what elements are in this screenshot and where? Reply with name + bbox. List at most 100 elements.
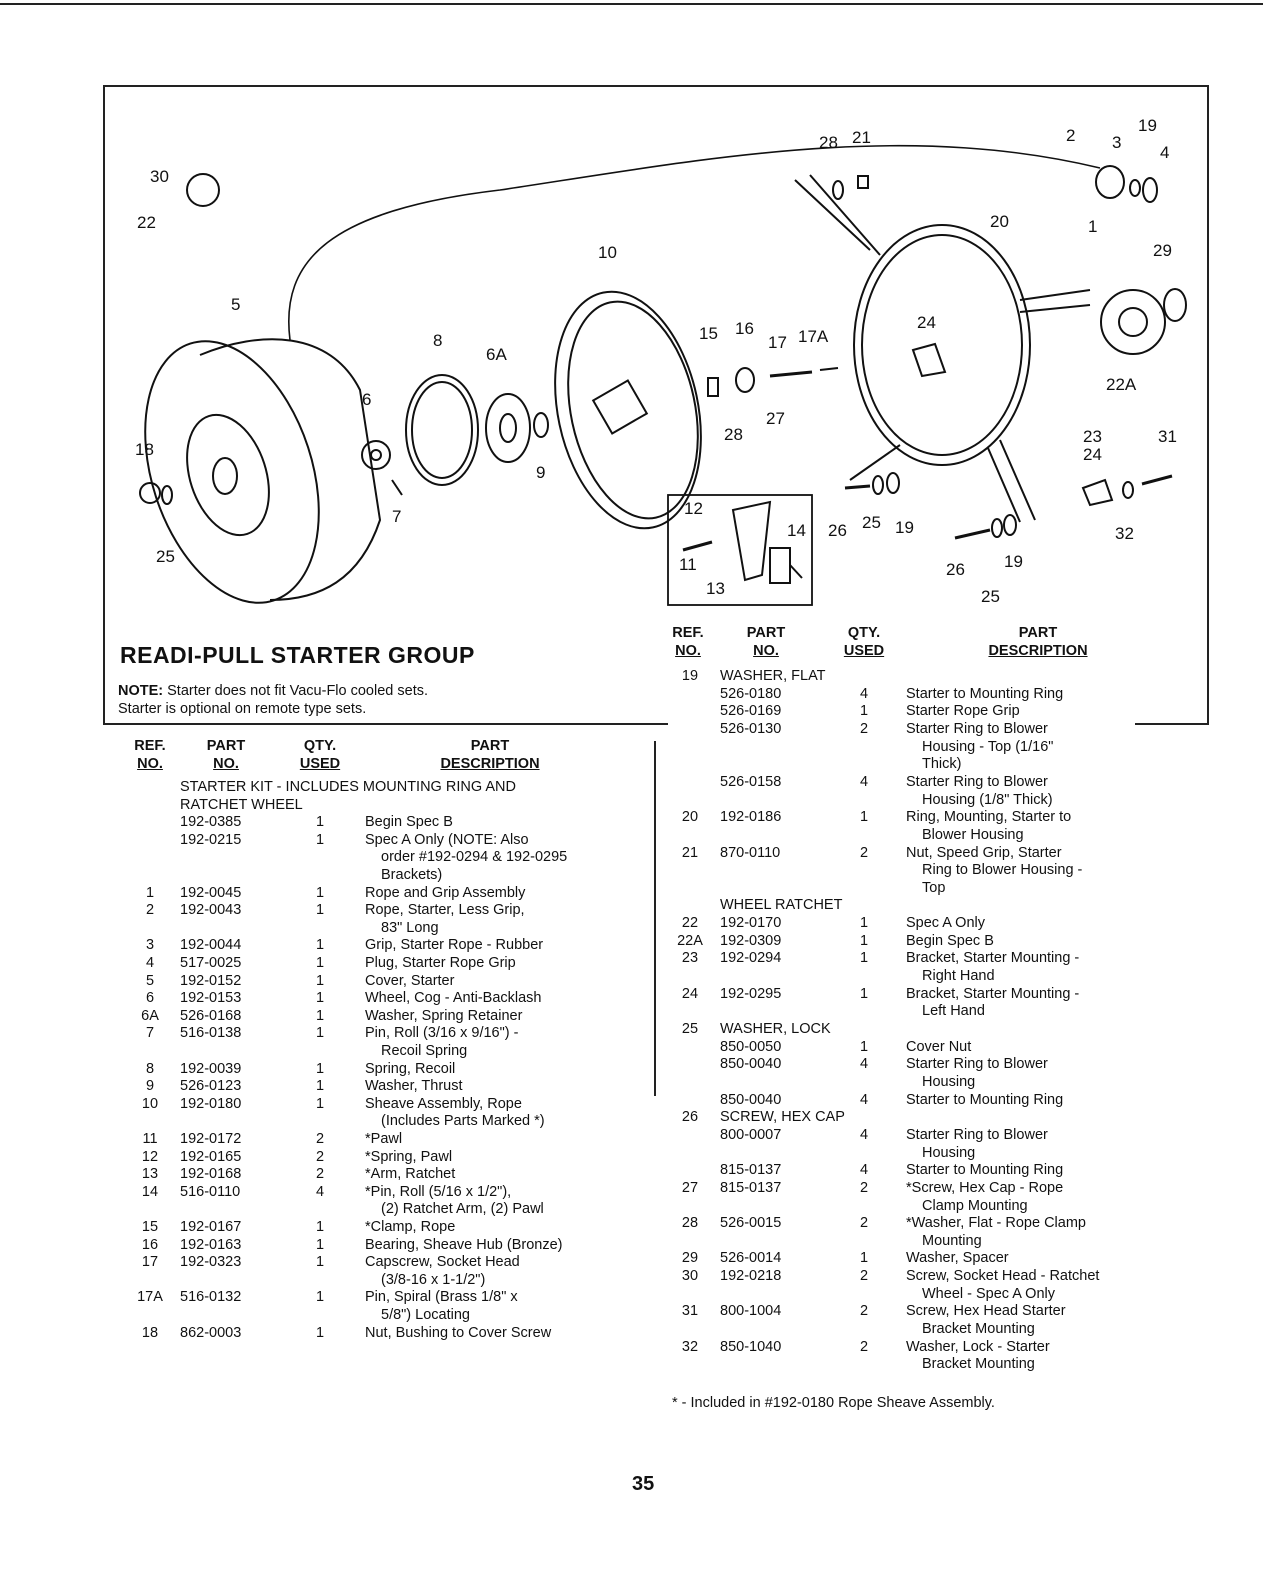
ref-cell: 15 <box>141 1219 159 1235</box>
ref-cell: 4 <box>145 955 155 971</box>
lockwasher-lower <box>991 518 1003 538</box>
description-cell: Clamp Mounting <box>922 1197 1028 1214</box>
inset-ratchet-arm <box>731 500 772 582</box>
ref-cell: 8 <box>145 1060 155 1077</box>
starter-bracket-left <box>911 342 947 378</box>
part-cell: WHEEL RATCHET <box>720 897 843 914</box>
description-cell: Washer, Spacer <box>906 1250 1009 1267</box>
note-line-1: Starter does not fit Vacu-Flo cooled set… <box>167 683 428 699</box>
ref-cell: 25 <box>681 1021 699 1037</box>
ref-cell: 3 <box>145 937 155 954</box>
part-cell: 526-0168 <box>180 1007 242 1024</box>
rope-grip-plug <box>1129 179 1141 197</box>
qty-cell: 4 <box>859 1056 869 1073</box>
description-cell: Housing (1/8" Thick) <box>922 791 1053 808</box>
description-cell: *Screw, Hex Cap - Rope <box>906 1179 1064 1196</box>
part-cell: 192-0168 <box>180 1166 242 1183</box>
part-cell: WASHER, FLAT <box>720 668 826 684</box>
bracket-lockwasher <box>1122 481 1134 499</box>
part-cell: 800-1004 <box>720 1303 782 1320</box>
qty-cell: 2 <box>315 1166 325 1183</box>
description-cell: Starter Ring to Blower <box>906 1126 1048 1143</box>
callout-label: 26 <box>946 560 965 579</box>
note-line-2: Starter is optional on remote type sets. <box>118 701 367 717</box>
ref-cell: 11 <box>142 1131 158 1147</box>
qty-cell: 1 <box>315 937 325 954</box>
diagram-frame <box>103 85 1209 725</box>
callout-label: 25 <box>981 587 1000 606</box>
part-cell: 192-0152 <box>180 972 242 989</box>
ref-cell: 17A <box>137 1289 163 1306</box>
recoil-spring-inner <box>411 381 473 479</box>
part-cell: 192-0045 <box>180 884 242 901</box>
callout-label: 32 <box>1115 524 1134 543</box>
ref-cell: 32 <box>681 1338 699 1355</box>
ref-cell: 21 <box>681 844 699 861</box>
ratchet-wheel <box>1100 289 1166 355</box>
callout-label: 23 <box>1083 427 1102 446</box>
description-cell: Spring, Recoil <box>365 1060 456 1077</box>
top-rule <box>0 3 1263 5</box>
mounting-ring-arm-bottom-right <box>987 439 1036 523</box>
callout-label: 25 <box>862 513 881 532</box>
description-cell: Housing <box>922 1073 976 1090</box>
callout-label: 19 <box>895 518 914 537</box>
callout-label: 18 <box>135 440 154 459</box>
part-cell: 800-0007 <box>720 1126 782 1143</box>
mounting-ring-arm-right <box>1019 289 1091 313</box>
callout-label: 28 <box>724 425 743 444</box>
description-cell: Nut, Speed Grip, Starter <box>906 844 1062 861</box>
sheave-ratchet-arm <box>591 379 649 435</box>
part-cell: 192-0385 <box>180 814 242 831</box>
starter-bracket-right <box>1081 478 1114 507</box>
description-cell: Washer, Lock - Starter <box>906 1338 1050 1355</box>
description-cell: Cover, Starter <box>365 972 455 989</box>
part-cell: 192-0215 <box>180 831 242 848</box>
rope-clamp <box>707 377 719 397</box>
spacer-washer <box>1163 288 1187 322</box>
description-cell: Washer, Thrust <box>365 1078 463 1095</box>
flat-washer-ring <box>886 472 900 494</box>
qty-cell: 1 <box>315 1324 325 1341</box>
callout-label: 19 <box>1138 116 1157 135</box>
description-cell: Nut, Bushing to Cover Screw <box>365 1324 552 1341</box>
part-cell: 192-0163 <box>180 1236 242 1253</box>
mounting-ring-arm-bottom-left <box>849 444 901 481</box>
ref-cell: 17 <box>141 1254 159 1271</box>
description-cell: Bracket Mounting <box>922 1356 1035 1373</box>
spiral-pin <box>819 367 839 371</box>
lockwasher-ring <box>872 475 884 495</box>
hex-cap-screw-lower <box>954 528 991 540</box>
description-cell: Housing - Top (1/16" <box>922 738 1054 755</box>
part-cell: 815-0137 <box>720 1179 782 1196</box>
callout-label: 24 <box>1083 445 1102 464</box>
qty-cell: 2 <box>859 1179 869 1196</box>
callout-label: 3 <box>1112 133 1121 152</box>
description-cell: Plug, Starter Rope Grip <box>365 955 516 971</box>
callout-label: 13 <box>706 579 725 598</box>
spring-retainer-washer-hole <box>499 413 517 443</box>
qty-cell: 1 <box>315 990 325 1007</box>
part-cell: 192-0180 <box>180 1095 242 1112</box>
qty-cell: 1 <box>315 1289 325 1306</box>
qty-cell: 1 <box>315 902 325 919</box>
ref-cell: 22A <box>677 932 703 949</box>
description-cell: Cover Nut <box>906 1038 972 1055</box>
inset-pawl-spring <box>682 540 713 552</box>
starter-cover-center <box>212 457 238 495</box>
cover-nut <box>139 482 161 504</box>
flat-washer-lower <box>1003 514 1017 536</box>
callout-label: 4 <box>1160 143 1169 162</box>
qty-cell: 1 <box>315 1025 325 1042</box>
description-cell: (2) Ratchet Arm, (2) Pawl <box>381 1201 544 1218</box>
part-cell: 516-0138 <box>180 1025 242 1042</box>
part-cell: 192-0186 <box>720 809 782 826</box>
ratchet-wheel-spec-a <box>186 173 220 207</box>
description-cell: Mounting <box>922 1232 982 1249</box>
qty-cell: 2 <box>859 844 869 861</box>
starter-cover <box>144 340 320 604</box>
callout-label: 16 <box>735 319 754 338</box>
description-cell: (Includes Parts Marked *) <box>381 1113 545 1130</box>
callout-label: 12 <box>684 499 703 518</box>
